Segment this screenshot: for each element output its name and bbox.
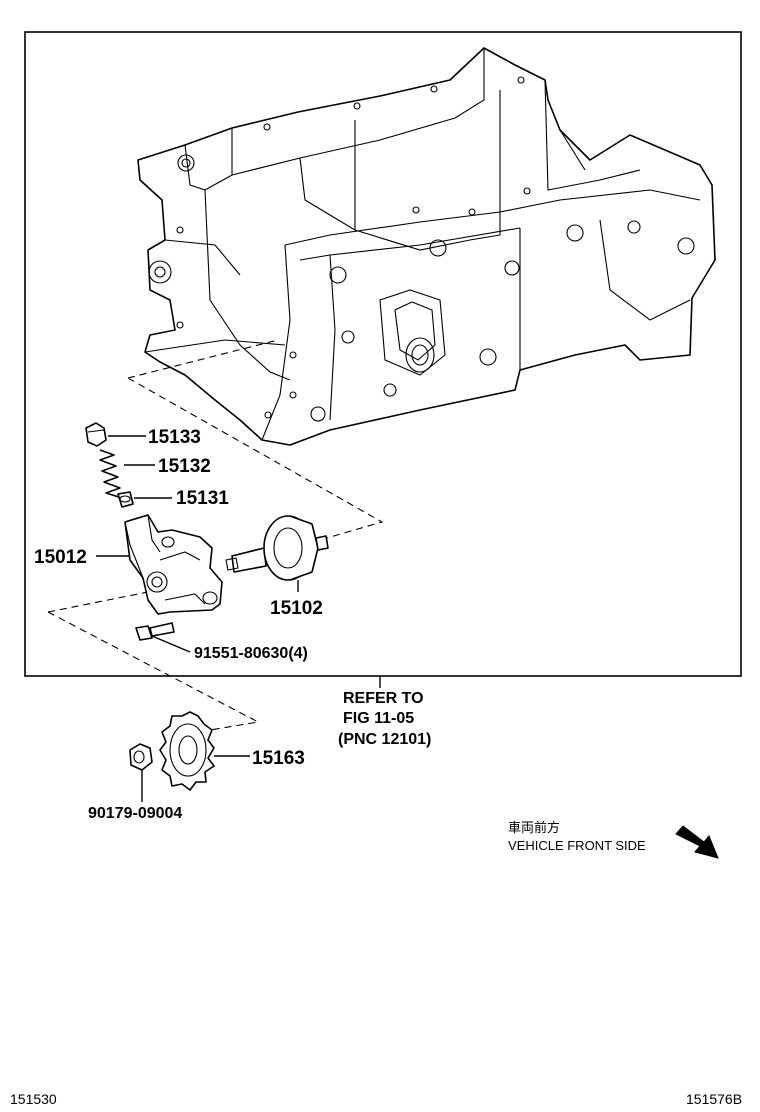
valve [117,491,134,508]
footer-right-code: 151576B [686,1091,742,1107]
vehicle-front-japanese: 車両前方 [508,820,560,835]
vehicle-front-english: VEHICLE FRONT SIDE [508,838,646,853]
leader-bolt [151,635,191,653]
refer-line-1: REFER TO [343,690,424,707]
part-label-15133: 15133 [148,427,201,448]
part-label-bolt: 91551-80630(4) [194,645,308,662]
spring [99,449,123,499]
refer-line-3: (PNC 12101) [338,731,431,748]
pump-rotor [225,515,329,581]
part-label-15132: 15132 [158,456,211,477]
projection-line-gear [47,591,260,731]
part-label-15163: 15163 [252,748,305,769]
relief-valve-plug [85,422,107,447]
front-arrow-icon [675,825,719,859]
refer-line-2: FIG 11-05 [343,710,414,727]
part-label-15131: 15131 [176,488,229,509]
part-label-15102: 15102 [270,598,323,619]
nut [129,743,153,771]
oil-pump-body [124,514,223,615]
engine-block-illustration [137,47,716,446]
footer-left-code: 151530 [10,1091,57,1107]
part-label-nut: 90179-09004 [88,805,182,822]
part-label-15012: 15012 [34,547,87,568]
drive-gear [159,711,215,791]
assembly-frame [24,31,742,677]
bolt [135,622,175,641]
projection-line-pump [127,339,384,541]
